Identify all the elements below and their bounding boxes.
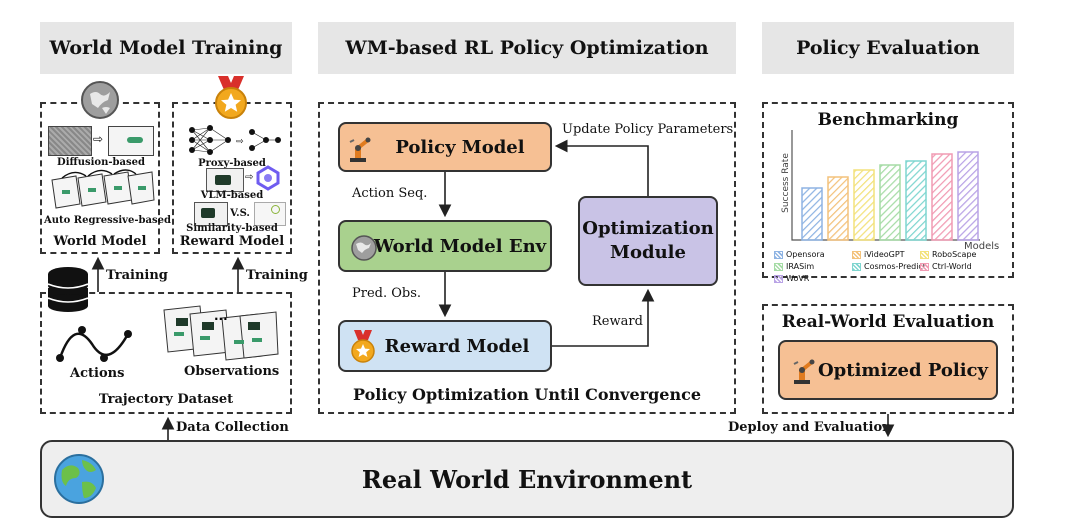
noise-image	[48, 126, 92, 156]
real-world-environment-bar: Real World Environment	[40, 440, 1014, 518]
reward-model-label: Reward Model	[384, 335, 530, 357]
benchmark-bar-opensora	[801, 187, 823, 241]
benchmark-bar-ctrl-world	[931, 153, 953, 241]
robot-scene-image-b	[254, 202, 286, 226]
arrow-right-icon: ⇨	[245, 172, 254, 183]
legend-label: RoboScape	[932, 250, 977, 259]
vlm-label: VLM-based	[200, 190, 264, 201]
real-world-environment-label: Real World Environment	[361, 464, 693, 494]
reward-model-title: Reward Model	[179, 234, 285, 249]
actions-curve	[54, 322, 136, 366]
benchmark-bar-ivideogpt	[827, 176, 849, 241]
header-policy-evaluation: Policy Evaluation	[762, 22, 1014, 74]
optimized-policy-label: Optimized Policy	[818, 359, 988, 381]
vlm-icon	[256, 165, 280, 191]
trajectory-dataset-title: Trajectory Dataset	[98, 392, 234, 407]
legend-label: IRASim	[786, 262, 815, 271]
legend-swatch	[852, 250, 861, 259]
autoregressive-label: Auto Regressive-based	[44, 215, 171, 226]
optimization-module-block: Optimization Module	[578, 196, 718, 286]
optimization-label-line1: Optimization	[582, 218, 714, 239]
training-label-right: Training	[246, 268, 308, 283]
vs-label: V.S.	[230, 208, 250, 219]
legend-label: Cosmos-Predict	[864, 262, 926, 271]
trajectory-dataset-box	[40, 292, 292, 414]
world-model-env-block: World Model Env	[338, 220, 552, 272]
training-label-left: Training	[106, 268, 168, 283]
svg-text:⇨: ⇨	[236, 137, 244, 147]
optimized-policy-block: Optimized Policy	[778, 340, 998, 400]
real-world-eval-box	[762, 304, 1014, 414]
legend-swatch	[852, 262, 861, 271]
policy-model-block: Policy Model	[338, 122, 552, 172]
similarity-label: Similarity-based	[186, 223, 278, 234]
legend-item: RoboScape	[920, 250, 976, 259]
pred-obs-label: Pred. Obs.	[352, 286, 422, 301]
robot-scene-image-a	[194, 202, 228, 226]
legend-item: Cosmos-Predict	[852, 262, 926, 271]
benchmark-bar-wovr	[957, 151, 979, 241]
diffusion-label: Diffusion-based	[57, 157, 145, 168]
legend-swatch	[920, 250, 929, 259]
benchmark-xlabel: Models	[964, 241, 1000, 252]
convergence-caption: Policy Optimization Until Convergence	[352, 385, 701, 404]
reward-label: Reward	[592, 314, 643, 329]
benchmark-bar-cosmos-predict	[905, 160, 927, 241]
autoregressive-frames	[48, 169, 156, 210]
arrow-right-icon: ⇨	[93, 132, 104, 146]
legend-swatch	[774, 274, 783, 283]
globe-icon	[350, 234, 378, 262]
legend-label: iVideoGPT	[864, 250, 905, 259]
benchmark-bar-roboscape	[853, 169, 875, 241]
legend-label: Opensora	[786, 250, 825, 259]
earth-icon	[52, 452, 106, 506]
proxy-label: Proxy-based	[198, 158, 266, 169]
real-world-eval-title: Real-World Evaluation	[781, 312, 995, 332]
deploy-evaluation-label: Deploy and Evaluation	[728, 420, 892, 435]
legend-label: WoVR	[786, 274, 810, 283]
benchmarking-box	[762, 102, 1014, 278]
data-collection-label: Data Collection	[176, 420, 289, 435]
action-seq-label: Action Seq.	[352, 186, 428, 201]
benchmark-bar-irasim	[879, 164, 901, 241]
observations-label: Observations	[184, 364, 280, 379]
benchmark-title: Benchmarking	[817, 110, 959, 130]
legend-item: Opensora	[774, 250, 825, 259]
legend-swatch	[774, 250, 783, 259]
robot-arm-icon	[790, 356, 820, 386]
robot-arm-icon	[346, 134, 376, 164]
reward-model-block: Reward Model	[338, 320, 552, 372]
neural-network-icon: ⇨	[186, 124, 282, 156]
legend-item: IRASim	[774, 262, 814, 271]
world-model-title: World Model	[53, 234, 147, 249]
generated-frame-image	[108, 126, 154, 156]
database-icon	[44, 266, 92, 314]
medal-icon	[350, 330, 376, 364]
legend-item: Ctrl-World	[920, 262, 972, 271]
medal-icon	[212, 76, 250, 120]
rl-optimization-box	[318, 102, 736, 414]
legend-swatch	[920, 262, 929, 271]
observation-frames: ...	[160, 302, 280, 362]
robot-scene-image	[206, 168, 244, 192]
globe-icon	[80, 80, 120, 120]
world-model-env-label: World Model Env	[373, 235, 547, 257]
header-world-model-training: World Model Training	[40, 22, 292, 74]
update-policy-label: Update Policy Parameters	[562, 122, 734, 137]
optimization-label-line2: Module	[610, 242, 686, 263]
legend-item: WoVR	[774, 274, 809, 283]
policy-model-label: Policy Model	[395, 136, 525, 158]
actions-label: Actions	[70, 366, 125, 381]
svg-text:...: ...	[214, 309, 228, 323]
legend-label: Ctrl-World	[932, 262, 972, 271]
legend-item: iVideoGPT	[852, 250, 905, 259]
legend-swatch	[774, 262, 783, 271]
header-wm-rl: WM-based RL Policy Optimization	[318, 22, 736, 74]
